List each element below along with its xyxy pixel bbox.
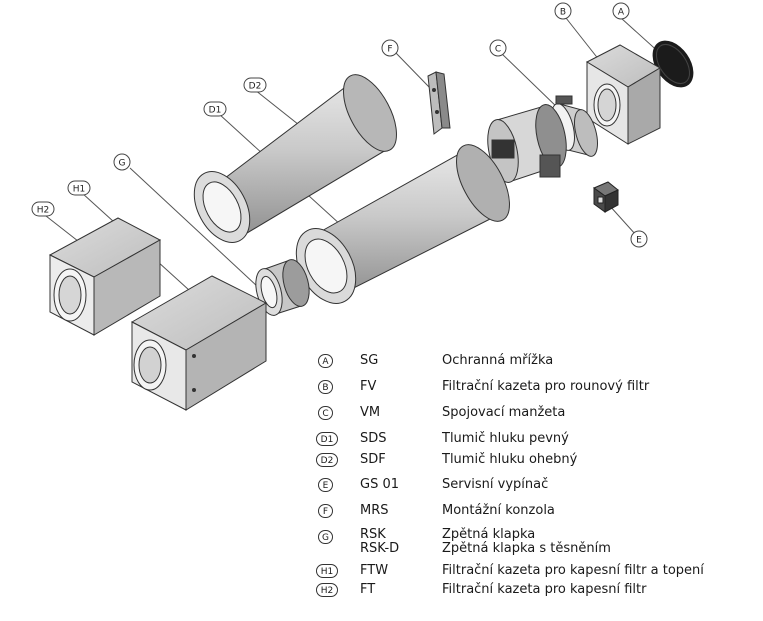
mounting-bracket-mrs: [427, 71, 451, 135]
legend-code: GS 01: [360, 477, 399, 492]
legend-desc: Filtrační kazeta pro rounový filtr: [442, 379, 650, 394]
legend-badge: G: [318, 530, 333, 544]
grille-sg: [652, 40, 694, 88]
legend-badge: H2: [316, 583, 338, 597]
legend-code: VM: [360, 405, 381, 420]
legend-badge: B: [318, 380, 333, 394]
svg-text:E: E: [636, 236, 642, 246]
legend-code: MRS: [360, 503, 389, 518]
callout-d1: D1: [203, 101, 227, 117]
legend-code: FT: [360, 582, 376, 597]
legend-desc-secondary: Zpětná klapka s těsněním: [442, 541, 611, 556]
svg-text:H2: H2: [37, 206, 50, 216]
legend-desc: Servisní vypínač: [442, 477, 549, 492]
silencer-sdf: [193, 74, 397, 243]
legend-code: SDS: [360, 431, 387, 446]
svg-text:D1: D1: [209, 106, 222, 116]
legend-desc: Filtrační kazeta pro kapesní filtr a top…: [442, 563, 704, 578]
legend-badge: A: [318, 354, 333, 368]
legend-code: FV: [360, 379, 377, 394]
callout-d2: D2: [243, 77, 267, 93]
legend-desc: Montážní konzola: [442, 503, 555, 518]
legend-code: SDF: [360, 452, 386, 467]
filter-cassette-fv: [585, 44, 661, 145]
legend-desc: Filtrační kazeta pro kapesní filtr: [442, 582, 647, 597]
legend-desc: Ochranná mřížka: [442, 353, 554, 368]
legend-desc: Tlumič hluku ohebný: [442, 452, 578, 467]
service-switch-gs01: [592, 181, 619, 213]
silencer-sds: [295, 144, 510, 304]
legend-desc: Spojovací manžeta: [442, 405, 566, 420]
callout-c: C: [489, 39, 507, 57]
filter-cassette-ftw: [130, 275, 268, 411]
legend-badge: F: [318, 504, 333, 518]
legend-badge: D1: [316, 432, 338, 446]
legend-code: SG: [360, 353, 379, 368]
callout-h2: H2: [31, 201, 55, 217]
legend-badge: E: [318, 478, 333, 492]
legend-badge: C: [318, 406, 333, 420]
svg-text:G: G: [119, 159, 126, 169]
filter-cassette-ft: [48, 217, 162, 336]
legend-desc: Zpětná klapka: [442, 527, 536, 542]
callout-a: A: [612, 2, 630, 20]
svg-text:F: F: [387, 45, 392, 55]
legend-badge: D2: [316, 453, 338, 467]
callout-b: B: [554, 2, 572, 20]
callout-h1: H1: [67, 180, 91, 196]
svg-text:A: A: [618, 8, 625, 18]
svg-text:B: B: [560, 8, 566, 18]
svg-text:H1: H1: [73, 185, 86, 195]
legend-code: RSK: [360, 527, 386, 542]
callout-e: E: [630, 230, 648, 248]
legend-code-secondary: RSK-D: [360, 541, 400, 556]
callout-f: F: [381, 39, 399, 57]
callout-g: G: [113, 153, 131, 171]
svg-text:C: C: [495, 45, 501, 55]
legend-desc: Tlumič hluku pevný: [442, 431, 569, 446]
svg-text:D2: D2: [249, 82, 262, 92]
legend-code: FTW: [360, 563, 389, 578]
legend-badge: H1: [316, 564, 338, 578]
